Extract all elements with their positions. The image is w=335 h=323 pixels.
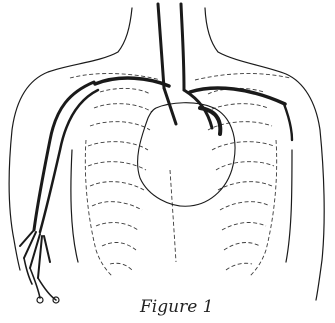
blood-vessels — [20, 4, 292, 300]
heart — [138, 103, 235, 206]
ribcage — [70, 74, 290, 276]
figure-caption: Figure 1 — [140, 297, 213, 317]
